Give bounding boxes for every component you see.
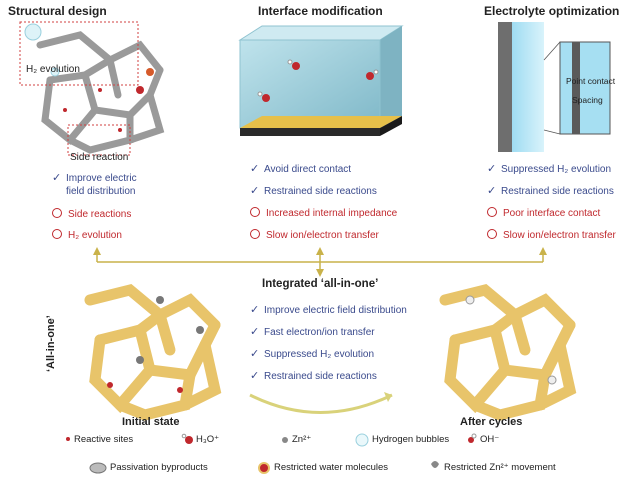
integrated-item: ✓Suppressed H₂ evolution [250, 348, 375, 360]
legend-h3o: H₃O⁺ [196, 434, 220, 445]
side-zoom-box [67, 124, 131, 156]
check-icon: ✓ [487, 163, 497, 175]
circle-icon [250, 207, 260, 217]
circle-icon [487, 229, 497, 239]
h3o-icon [185, 436, 193, 444]
check-icon: ✓ [487, 185, 497, 197]
initial-scaffold-illustration [84, 283, 222, 421]
h2-zoom-box [19, 21, 139, 86]
restricted-zinc-icon [431, 461, 439, 468]
legend-passivation: Passivation byproducts [110, 462, 208, 473]
coated-electrode-illustration [238, 25, 404, 136]
structural-negative-item: Side reactions [52, 208, 131, 221]
interface-modification-title: Interface modification [258, 4, 383, 18]
legend-icons [66, 433, 477, 474]
check-icon: ✓ [250, 348, 260, 360]
electrolyte-positive-item: ✓Restrained side reactions [487, 185, 614, 197]
check-icon: ✓ [52, 172, 62, 184]
integrated-item: ✓Restrained side reactions [250, 370, 377, 382]
point-contact-label: Point contact [566, 76, 616, 86]
initial-state-label: Initial state [122, 416, 180, 428]
passivation-icon [89, 462, 107, 474]
connector-lines [96, 252, 544, 272]
interface-positive-item: ✓Restrained side reactions [250, 185, 377, 197]
circle-icon [250, 229, 260, 239]
legend-restricted-zinc: Restricted Zn²⁺ movement [444, 462, 556, 473]
legend-restricted-water: Restricted water molecules [274, 462, 389, 473]
structural-design-title: Structural design [8, 4, 107, 18]
hydrogen-bubble-icon [355, 433, 369, 447]
check-icon: ✓ [250, 370, 260, 382]
electrolyte-negative-item: Slow ion/electron transfer [487, 229, 616, 242]
reactive-site-icon [66, 437, 70, 441]
all-in-one-side-label: ‘All-in-one’ [45, 315, 57, 372]
electrolyte-positive-item: ✓Suppressed H₂ evolution [487, 163, 612, 175]
integrated-item: ✓Fast electron/ion transfer [250, 326, 375, 338]
check-icon: ✓ [250, 163, 260, 175]
bubble-icon [24, 23, 42, 41]
check-icon: ✓ [250, 185, 260, 197]
interface-negative-item: Slow ion/electron transfer [250, 229, 379, 242]
integrated-title: Integrated ‘all-in-one’ [262, 278, 379, 290]
circle-icon [487, 207, 497, 217]
after-scaffold-illustration [439, 283, 577, 421]
interface-positive-item: ✓Avoid direct contact [250, 163, 352, 175]
side-reaction-label: Side reaction [70, 152, 129, 163]
circle-icon [52, 229, 62, 239]
h2-evolution-label: H₂ evolution [26, 64, 80, 75]
electrolyte-optimization-title: Electrolyte optimization [484, 4, 620, 18]
legend-reactive-sites: Reactive sites [74, 434, 134, 445]
structural-positive-item: ✓Improve electric [52, 172, 137, 184]
structural-negative-item: H₂ evolution [52, 229, 122, 242]
interface-negative-item: Increased internal impedance [250, 207, 397, 220]
hydroxide-icon [468, 437, 474, 443]
integrated-item: ✓Improve electric field distribution [250, 304, 407, 316]
circle-icon [52, 208, 62, 218]
electrolyte-negative-item: Poor interface contact [487, 207, 600, 220]
legend-hydrogen-bubbles: Hydrogen bubbles [372, 434, 450, 445]
structural-positive-item-continued: field distribution [66, 186, 136, 197]
electrolyte-illustration [498, 22, 611, 152]
legend-hydroxide: OH⁻ [480, 434, 500, 445]
legend-zinc-ion: Zn²⁺ [292, 434, 312, 445]
transition-arrow [249, 393, 393, 414]
check-icon: ✓ [250, 304, 260, 316]
grey-scaffold-illustration [36, 31, 165, 154]
after-cycles-label: After cycles [460, 416, 523, 428]
spacing-label: Spacing [572, 95, 603, 105]
zinc-ion-icon [282, 437, 288, 443]
check-icon: ✓ [250, 326, 260, 338]
restricted-water-icon [258, 462, 270, 474]
